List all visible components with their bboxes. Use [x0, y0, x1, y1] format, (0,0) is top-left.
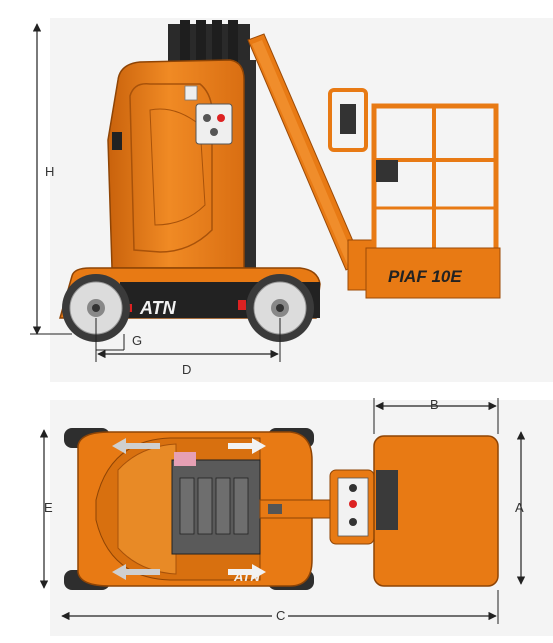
model-label: PIAF 10E [388, 267, 462, 286]
dim-platform-length: B [373, 397, 499, 434]
dim-overall-length: C [61, 590, 499, 624]
dim-wheelbase: D [95, 318, 281, 377]
label-wheelbase: D [182, 362, 191, 377]
rear-wheel [62, 274, 130, 342]
label-ground-clearance: G [132, 333, 142, 348]
work-platform: PIAF 10E [328, 88, 501, 299]
joystick [340, 104, 356, 134]
top-view: ATN B E A C [39, 397, 526, 624]
brand-label-top: ATN [233, 569, 260, 584]
label-width: E [44, 500, 53, 515]
side-view: ATN PIAF 10E [30, 20, 501, 377]
arrow-rear-right [112, 564, 160, 580]
brand-label-side: ATN [139, 298, 177, 318]
arrow-front-right [228, 564, 266, 580]
label-platform-length: B [430, 397, 439, 412]
front-wheel [246, 274, 314, 342]
arrow-front-left [228, 438, 266, 454]
label-overall-length: C [276, 608, 285, 623]
arrow-rear-left [112, 438, 160, 454]
dim-height: H [30, 23, 72, 335]
dim-width: E [39, 429, 53, 589]
label-height: H [45, 164, 54, 179]
dim-platform-width: A [515, 431, 526, 585]
control-panel [195, 103, 233, 145]
machine-body [107, 59, 245, 269]
platform-top [373, 435, 499, 587]
label-platform-width: A [515, 500, 524, 515]
